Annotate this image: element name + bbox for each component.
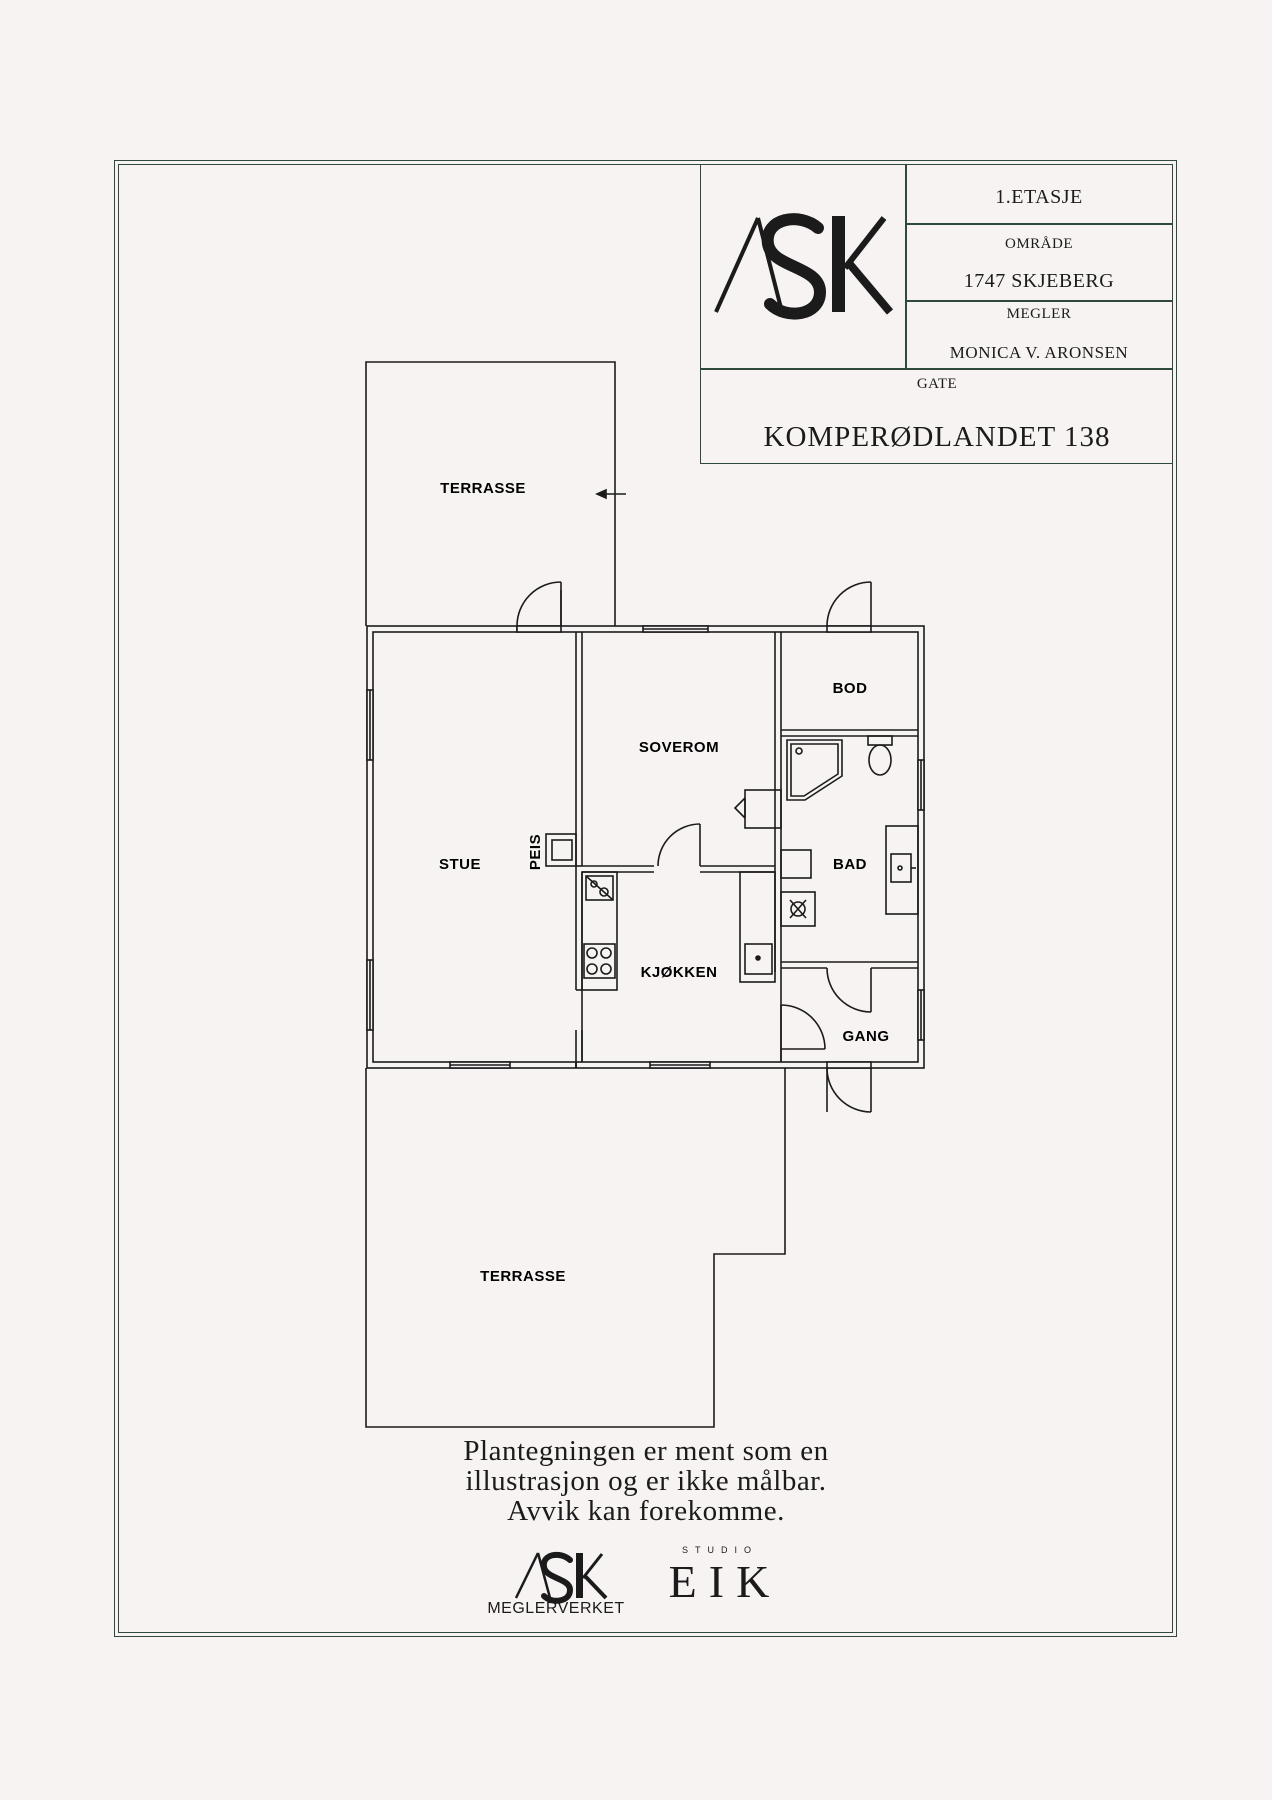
terrace-bottom-outline bbox=[365, 1068, 786, 1428]
studio-eik-logo: EIK bbox=[668, 1556, 782, 1607]
room-label-peis: PEIS bbox=[527, 834, 544, 870]
disclaimer-line-1: Plantegningen er ment som en bbox=[463, 1435, 829, 1467]
stove bbox=[583, 943, 616, 979]
room-label-bad: BAD bbox=[833, 856, 867, 873]
room-label-bod: BOD bbox=[833, 680, 868, 697]
disclaimer-line-3: Avvik kan forekomme. bbox=[507, 1495, 785, 1527]
bad-sink-counter bbox=[885, 825, 919, 915]
street-label: GATE bbox=[916, 376, 958, 392]
meglerverket-label: MEGLERVERKET bbox=[487, 1600, 625, 1617]
ask-logo bbox=[714, 213, 894, 320]
room-label-soverom: SOVEROM bbox=[639, 739, 719, 756]
studio-label: STUDIO bbox=[681, 1545, 758, 1555]
washer bbox=[780, 891, 816, 927]
page-frame-outer bbox=[114, 160, 1177, 1637]
shower bbox=[786, 739, 843, 801]
ask-meglerverket-logo bbox=[514, 1551, 608, 1604]
broker-label: MEGLER bbox=[1006, 306, 1072, 322]
kitchen-counter-left bbox=[581, 871, 618, 991]
room-label-terrace-top: TERRASSE bbox=[440, 480, 526, 497]
fireplace bbox=[545, 833, 577, 867]
disclaimer: Plantegningen er ment som en illustrasjo… bbox=[380, 1436, 912, 1526]
area-value: 1747 SKJEBERG bbox=[963, 270, 1115, 292]
room-label-stue: STUE bbox=[439, 856, 481, 873]
broker-value: MONICA V. ARONSEN bbox=[949, 343, 1129, 362]
title-block: 1.ETASJE OMRÅDE 1747 SKJEBERG MEGLER MON… bbox=[700, 164, 1173, 464]
toilet-tank bbox=[867, 735, 893, 746]
room-label-terrace-bottom: TERRASSE bbox=[480, 1268, 566, 1285]
kitchen-sink bbox=[744, 943, 773, 975]
area-label: OMRÅDE bbox=[1004, 236, 1073, 252]
page-frame-inner bbox=[118, 164, 1173, 1633]
kitchen-sink-small bbox=[585, 875, 614, 901]
toilet bbox=[868, 744, 892, 776]
room-label-kjokken: KJØKKEN bbox=[641, 964, 718, 981]
street-value: KOMPERØDLANDET 138 bbox=[763, 421, 1111, 453]
disclaimer-line-2: illustrasjon og er ikke målbar. bbox=[465, 1465, 827, 1497]
floor-label: 1.ETASJE bbox=[995, 186, 1083, 208]
room-label-gang: GANG bbox=[843, 1028, 890, 1045]
kitchen-counter-right bbox=[739, 871, 776, 983]
